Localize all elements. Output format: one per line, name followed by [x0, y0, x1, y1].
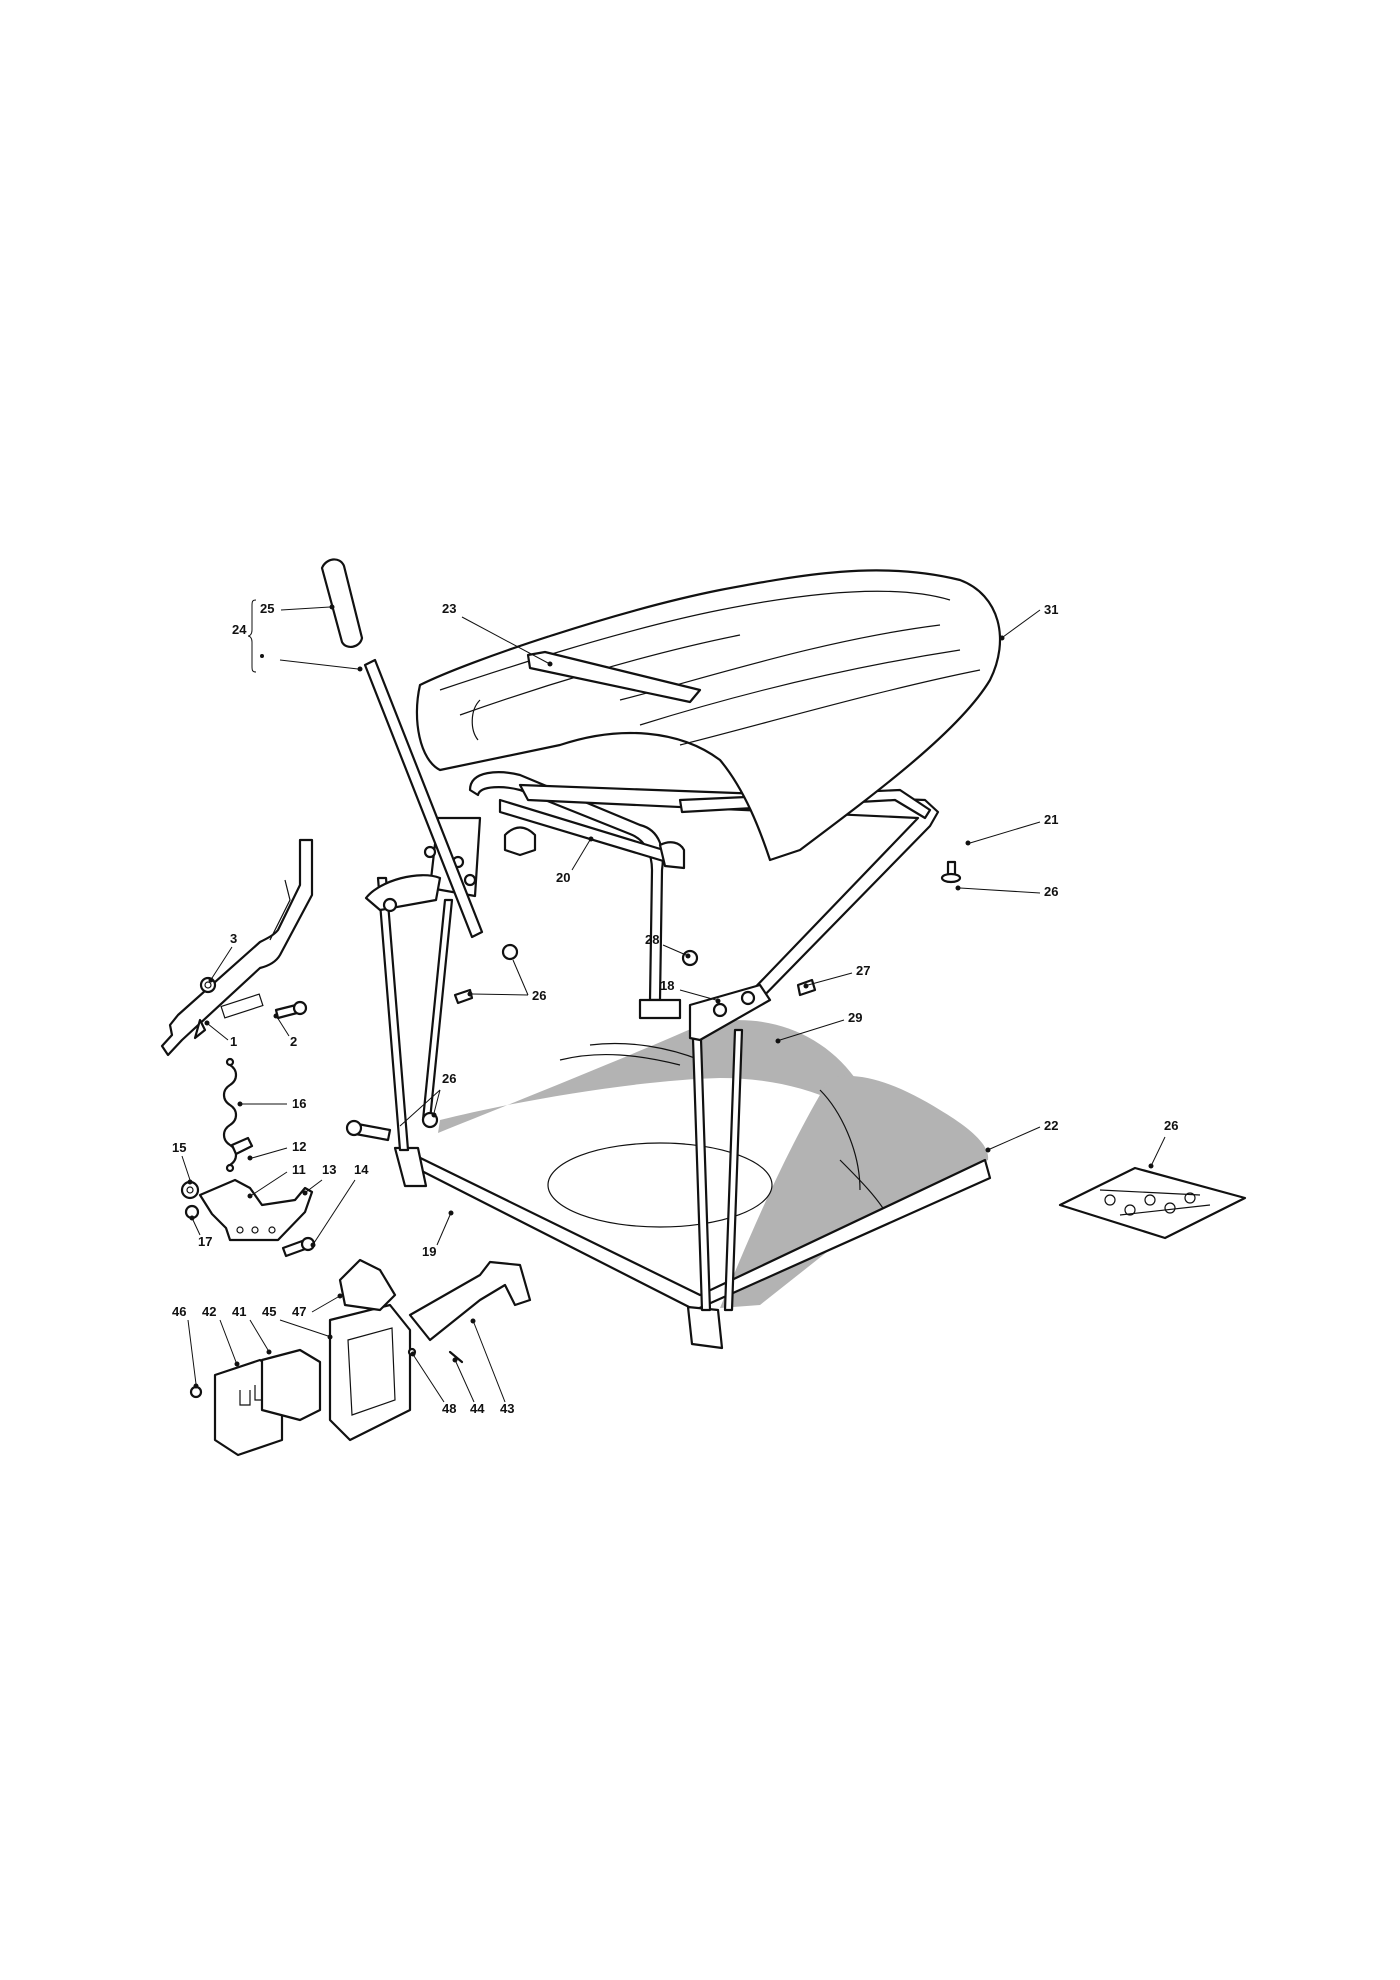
latch-plate: [198, 1136, 314, 1242]
callout-17: 17: [189, 1215, 212, 1249]
callout-15: 15: [172, 1140, 193, 1185]
svg-text:17: 17: [198, 1234, 212, 1249]
lever-assembly: [320, 558, 484, 939]
svg-text:45: 45: [262, 1304, 276, 1319]
bracket-plate: [160, 838, 314, 1057]
callout-16: 16: [237, 1096, 306, 1111]
svg-text:29: 29: [848, 1010, 862, 1025]
nut-28: [681, 949, 699, 967]
svg-text:42: 42: [202, 1304, 216, 1319]
bolt-2: [274, 1000, 308, 1020]
callout-23: 23: [442, 601, 553, 667]
svg-text:25: 25: [260, 601, 274, 616]
svg-text:26: 26: [1044, 884, 1058, 899]
svg-text:26: 26: [1164, 1118, 1178, 1133]
svg-text:41: 41: [232, 1304, 246, 1319]
bolt-26-right: [940, 860, 962, 884]
callout-2: 2: [273, 1013, 297, 1049]
callout-46: 46: [172, 1304, 199, 1389]
callout-47: 47: [292, 1293, 343, 1319]
svg-text:15: 15: [172, 1140, 186, 1155]
svg-text:44: 44: [470, 1401, 485, 1416]
svg-text:20: 20: [556, 870, 570, 885]
svg-text:48: 48: [442, 1401, 456, 1416]
callout-25: 25: [260, 601, 335, 616]
svg-text:46: 46: [172, 1304, 186, 1319]
callout-26-bag: 26: [1148, 1118, 1178, 1169]
hardware-bag: [1058, 1166, 1247, 1240]
svg-text:18: 18: [660, 978, 674, 993]
collector-lid: [415, 569, 1002, 862]
svg-text:21: 21: [1044, 812, 1058, 827]
bolt-26-left: [345, 1119, 392, 1142]
callout-41: 41: [232, 1304, 272, 1355]
latch-assembly-lower: [189, 1258, 532, 1457]
svg-text:22: 22: [1044, 1118, 1058, 1133]
callout-11: 11: [247, 1162, 306, 1199]
svg-text:24: 24: [232, 622, 247, 637]
actuator-43: [408, 1260, 532, 1342]
svg-text:16: 16: [292, 1096, 306, 1111]
bolt-14: [281, 1236, 316, 1258]
callout-26-left: 26: [399, 1071, 456, 1127]
callout-44: 44: [452, 1357, 485, 1416]
cover-47: [338, 1258, 397, 1312]
callout-42: 42: [202, 1304, 240, 1367]
callout-14: 14: [310, 1162, 369, 1248]
svg-text:19: 19: [422, 1244, 436, 1259]
callout-31: 31: [999, 602, 1058, 641]
callout-43: 43: [470, 1318, 514, 1416]
svg-text:43: 43: [500, 1401, 514, 1416]
callout-21: 21: [965, 812, 1058, 846]
switch-41: [260, 1348, 322, 1422]
svg-text:31: 31: [1044, 602, 1058, 617]
svg-text:23: 23: [442, 601, 456, 616]
callout-12: 12: [247, 1139, 306, 1161]
svg-text:1: 1: [230, 1034, 237, 1049]
callout-19: 19: [422, 1210, 454, 1259]
callout-28: 28: [645, 932, 691, 959]
bottom-opening: [547, 1142, 773, 1228]
callout-26-mid: 26: [467, 959, 546, 1003]
svg-text:11: 11: [292, 1162, 306, 1177]
svg-text:14: 14: [354, 1162, 369, 1177]
spring-16: [222, 1057, 238, 1173]
callout-48: 48: [410, 1351, 456, 1416]
svg-text:47: 47: [292, 1304, 306, 1319]
callout-45: 45: [262, 1304, 333, 1340]
callout-13: 13: [302, 1162, 336, 1196]
svg-text:27: 27: [856, 963, 870, 978]
lid-handle: [526, 650, 702, 704]
callout-22: 22: [985, 1118, 1058, 1153]
callout-1: 1: [204, 1020, 237, 1049]
callout-20: 20: [556, 836, 594, 885]
callout-27: 27: [803, 963, 870, 989]
housing-45: [328, 1303, 412, 1442]
svg-text:12: 12: [292, 1139, 306, 1154]
callout-26-right: 26: [955, 884, 1058, 899]
lever-grip: [320, 558, 364, 648]
svg-text:2: 2: [290, 1034, 297, 1049]
callout-3: 3: [208, 931, 237, 983]
svg-text:26: 26: [442, 1071, 456, 1086]
callout-24: 24: [232, 599, 363, 673]
svg-text:26: 26: [532, 988, 546, 1003]
callout-18: 18: [660, 978, 721, 1004]
svg-text:3: 3: [230, 931, 237, 946]
svg-text:13: 13: [322, 1162, 336, 1177]
pin-44: [448, 1350, 464, 1364]
callout-29: 29: [775, 1010, 862, 1044]
svg-text:28: 28: [645, 932, 659, 947]
